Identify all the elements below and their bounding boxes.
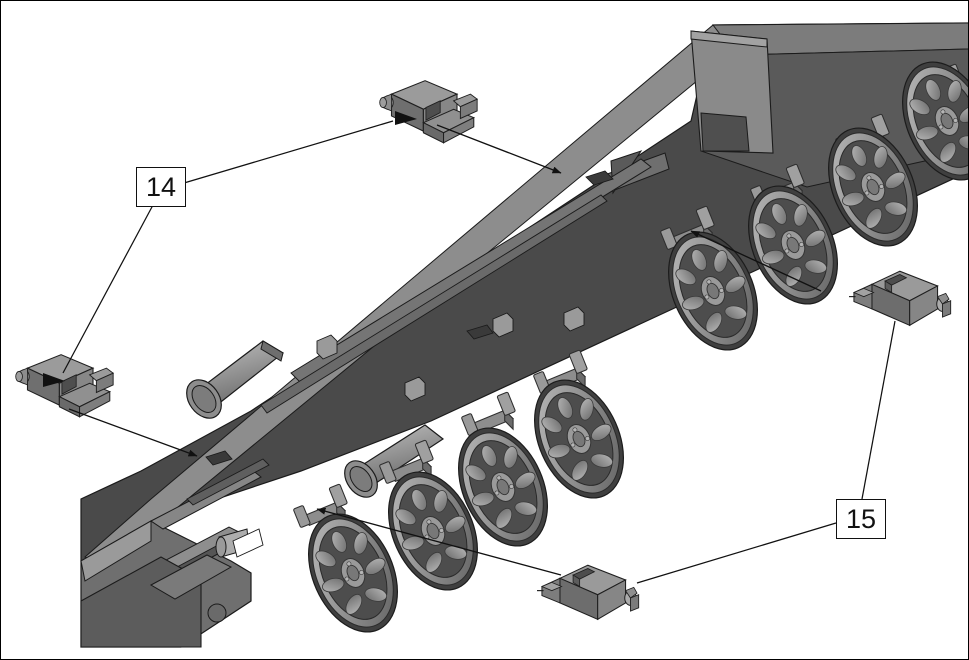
chassis-inner-slot	[186, 458, 270, 506]
callout-balloon-15[interactable]: 15	[836, 499, 886, 539]
chassis-front-pad	[149, 554, 233, 600]
leader-14-to-lower-part	[62, 204, 154, 374]
assembly-direction-arrows	[68, 124, 822, 576]
arrow-to-hull-mount-upper	[436, 124, 562, 174]
cylindrical-roller-rear	[186, 340, 285, 419]
callout-label-15: 15	[845, 503, 877, 534]
part-reference-ticks	[43, 111, 417, 387]
hull-bulkhead-top-edge	[690, 30, 768, 48]
leader-15-to-right-part	[861, 320, 896, 500]
leader-15-to-bottom-part	[636, 522, 837, 584]
part-bracket-item14-lower-left	[15, 354, 114, 418]
cylindrical-roller-front	[344, 424, 445, 498]
part-bracket-item15-bottom	[536, 564, 640, 620]
hull-bulkhead-cutout	[700, 112, 750, 152]
part-bracket-item14-upper	[379, 80, 478, 144]
arrow-to-suspension-mount-right	[690, 230, 822, 292]
arrow-to-chassis-mount-left	[68, 408, 198, 457]
tick-lower-part	[43, 373, 65, 387]
hull-side-ledge-lower	[260, 194, 608, 414]
leader-14-to-upper-part	[183, 120, 394, 184]
arrow-to-suspension-mount-lower	[316, 507, 562, 576]
hull-lightening-holes	[205, 170, 614, 466]
tick-upper-part	[395, 111, 417, 125]
leader-lines	[62, 120, 896, 584]
callout-balloon-14[interactable]: 14	[136, 167, 186, 207]
chassis-front-pivot-hole	[207, 603, 227, 623]
part-bracket-item15-right	[848, 270, 952, 326]
hull-side-ledge	[290, 158, 652, 384]
hull-top-bosses	[316, 306, 585, 402]
callout-label-14: 14	[145, 171, 177, 202]
chassis-front-edge	[80, 520, 152, 582]
hull-assembly	[80, 22, 968, 648]
chassis-cutout-void	[232, 528, 264, 558]
